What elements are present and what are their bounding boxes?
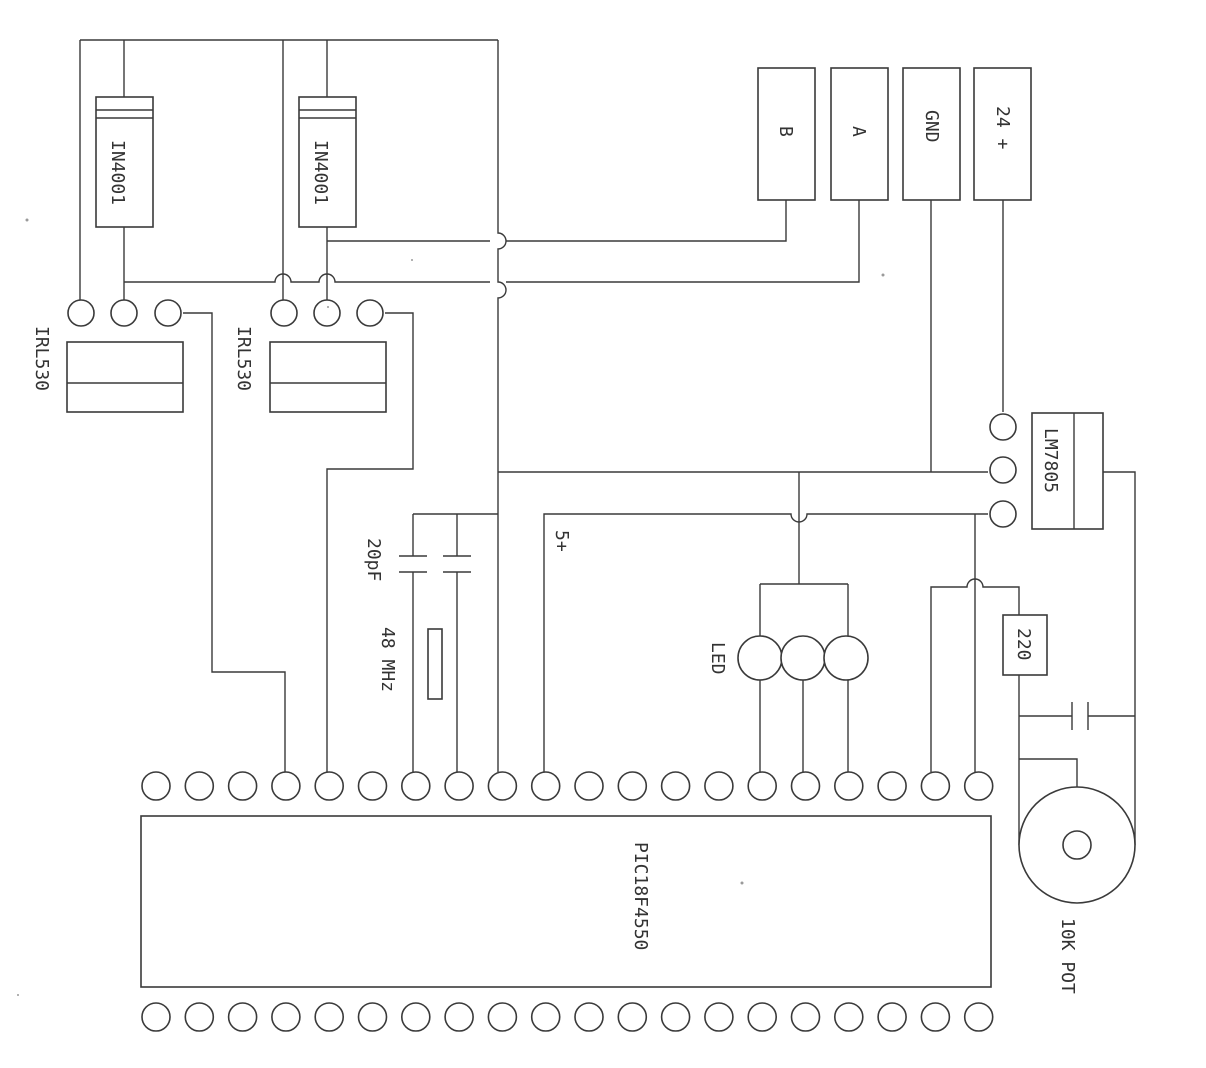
- mcu-pin: [400, 771, 431, 801]
- mcu-pin: [877, 1002, 907, 1032]
- mcu-pins-bottom: [141, 1002, 994, 1032]
- paper-specks: [17, 218, 885, 996]
- mcu-pin: [963, 771, 994, 801]
- mcu-pin: [530, 1002, 561, 1032]
- mcu-pin: [660, 771, 691, 801]
- mosfet-1: IRL530: [31, 299, 184, 413]
- mcu-pin: [963, 1002, 994, 1032]
- mcu-pin: [574, 1002, 604, 1032]
- mcu-pin: [357, 1002, 388, 1032]
- mcu-pin: [833, 771, 864, 801]
- mcu-pin: [790, 771, 821, 801]
- diode-2: IN4001: [298, 96, 357, 228]
- mcu-pin: [877, 771, 907, 801]
- mcu-pin: [617, 1002, 648, 1032]
- mcu-pin: [271, 771, 301, 801]
- cap-value-label: 20pF: [363, 538, 384, 581]
- terminal-gnd: GND: [902, 67, 961, 201]
- led-group: [737, 635, 869, 681]
- pot-label: 10K POT: [1057, 918, 1078, 994]
- mcu-pin: [184, 1002, 215, 1032]
- mcu-pin: [227, 771, 258, 801]
- crystal-label: 48 MHz: [377, 627, 398, 692]
- mcu-pin: [271, 1002, 301, 1032]
- mosfet-2-label: IRL530: [233, 326, 254, 391]
- mcu-pin: [530, 771, 561, 801]
- mcu-pin: [444, 1002, 474, 1032]
- mcu-label: PIC18F4550: [630, 842, 651, 950]
- terminal-gnd-label: GND: [921, 110, 942, 143]
- mcu-pin: [487, 771, 518, 801]
- mcu: PIC18F4550: [140, 771, 994, 1032]
- regulator: LM7805: [989, 412, 1104, 530]
- terminal-a: A: [830, 67, 889, 201]
- potentiometer: [1018, 786, 1136, 904]
- diode-1-label: IN4001: [107, 140, 128, 205]
- resistor: 220: [1002, 614, 1048, 676]
- mcu-pin: [444, 771, 474, 801]
- mcu-pin: [141, 771, 171, 801]
- mcu-pin: [400, 1002, 431, 1032]
- terminal-b: B: [757, 67, 816, 201]
- diode-2-label: IN4001: [310, 140, 331, 205]
- terminal-a-label: A: [848, 126, 869, 137]
- mcu-pin: [617, 771, 648, 801]
- mcu-pin: [790, 1002, 821, 1032]
- capacitor-1: [399, 555, 427, 573]
- capacitor-2: [443, 555, 471, 573]
- mcu-pin: [747, 771, 778, 801]
- supply-label: 5+: [551, 530, 572, 552]
- mcu-pin: [574, 771, 604, 801]
- mcu-pin: [227, 1002, 258, 1032]
- mcu-pin: [660, 1002, 691, 1032]
- mcu-pin: [920, 1002, 951, 1032]
- mcu-pins-top: [141, 771, 994, 801]
- mcu-pin: [704, 771, 734, 801]
- mcu-pin: [184, 771, 215, 801]
- terminal-b-label: B: [775, 126, 796, 137]
- crystal: [427, 628, 443, 700]
- terminal-24v-label: 24 +: [992, 106, 1013, 150]
- resistor-label: 220: [1013, 628, 1034, 661]
- capacitor-3: [1071, 702, 1089, 730]
- regulator-label: LM7805: [1040, 428, 1061, 493]
- led-label: LED: [707, 642, 728, 675]
- diode-1: IN4001: [95, 96, 154, 228]
- wires: [79, 39, 1136, 845]
- mcu-pin: [357, 771, 388, 801]
- mcu-pin: [920, 771, 951, 801]
- mcu-pin: [747, 1002, 778, 1032]
- mcu-pin: [314, 1002, 345, 1032]
- mosfet-1-label: IRL530: [31, 326, 52, 391]
- mcu-pin: [314, 771, 345, 801]
- mcu-pin: [141, 1002, 171, 1032]
- mcu-pin: [833, 1002, 864, 1032]
- mcu-pin: [487, 1002, 518, 1032]
- terminal-24v: 24 +: [973, 67, 1032, 201]
- mosfet-2: IRL530: [233, 299, 387, 413]
- mcu-pin: [704, 1002, 734, 1032]
